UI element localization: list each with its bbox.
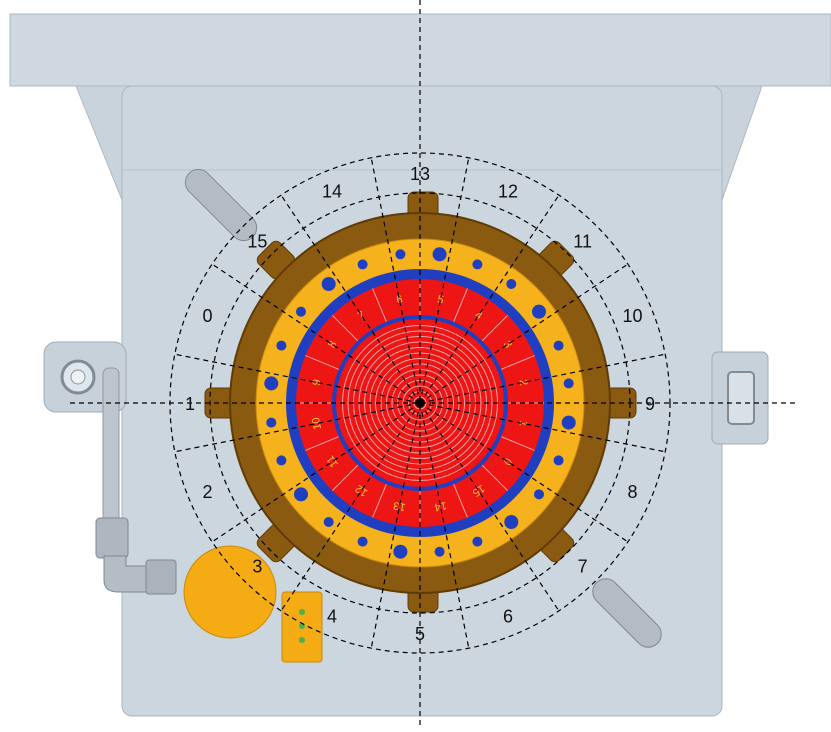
sector-boundary	[419, 402, 666, 453]
sector-boundary	[211, 402, 421, 543]
strip-divider	[372, 484, 387, 518]
sector-boundary	[419, 353, 666, 404]
ring-bolt	[276, 455, 287, 466]
sector-label: 8	[627, 482, 637, 502]
strip-divider	[453, 288, 468, 322]
sector-label: 3	[252, 557, 262, 577]
ring-bolt	[264, 376, 279, 391]
sector-label: 1	[185, 394, 195, 414]
sector-label: 9	[645, 394, 655, 414]
sector-boundary	[419, 402, 470, 649]
sector-boundary	[419, 402, 560, 612]
inner-strip-label: 7	[356, 309, 368, 322]
sector-label: 13	[410, 164, 430, 184]
right-connector	[711, 351, 769, 445]
sector-boundary	[370, 402, 421, 649]
inner-strip-label: 0	[501, 455, 514, 467]
center-point	[416, 399, 424, 407]
sector-label: 2	[202, 482, 212, 502]
ring-bolt	[561, 415, 576, 430]
ring-bolt	[532, 304, 547, 319]
inner-strip-label: 6	[395, 294, 403, 307]
ring-bolt	[504, 515, 519, 530]
strip-divider	[331, 464, 359, 492]
ring-bolt	[506, 278, 517, 289]
ring-bolt	[434, 546, 445, 557]
ring-bolt	[323, 517, 334, 528]
inner-strip-label: 12	[353, 482, 370, 499]
sector-label: 0	[202, 306, 212, 326]
inner-strip-label: 5	[436, 294, 444, 307]
sector-label: 14	[322, 182, 342, 202]
strip-divider	[331, 314, 359, 342]
sector-label: 10	[622, 306, 642, 326]
inner-strip-label: 2	[517, 378, 530, 386]
sector-label: 5	[415, 624, 425, 644]
sector-label: 11	[573, 231, 592, 251]
inner-strip-label: 11	[325, 453, 341, 469]
sector-label: 12	[498, 182, 518, 202]
sector-lines	[174, 157, 666, 649]
ring-bolt	[266, 417, 277, 428]
sector-boundary	[419, 263, 629, 404]
ring-bolts	[264, 247, 576, 559]
ring-bolt	[472, 259, 483, 270]
guide-overlay	[70, 0, 795, 727]
strip-ring	[347, 330, 493, 476]
strip-divider	[453, 484, 468, 518]
inner-strip-label: 8	[326, 339, 339, 351]
sector-boundary	[211, 263, 421, 404]
inner-strip-label: 10	[310, 416, 324, 430]
ring-bolt	[534, 489, 545, 500]
ring-bolt	[357, 259, 368, 270]
sector-boundary	[174, 402, 421, 453]
sector-label: 15	[247, 231, 267, 251]
ring-bolt	[393, 544, 408, 559]
inner-strip-label: 1	[517, 419, 530, 427]
sector-boundary	[280, 194, 421, 404]
strip-ring	[375, 358, 465, 448]
yellow-cover-plate	[183, 545, 277, 639]
ring-bolt	[563, 378, 574, 389]
strip-divider	[501, 436, 535, 451]
inner-strip-label: 13	[392, 499, 406, 513]
strip-divider	[305, 355, 339, 370]
sector-label: 4	[327, 606, 337, 626]
inner-strip-label: 4	[472, 309, 484, 322]
sector-boundary	[419, 402, 629, 543]
ring-bolt	[295, 306, 306, 317]
handle-upper-left	[184, 168, 258, 242]
ring-bolt	[293, 487, 308, 502]
sector-boundary	[174, 353, 421, 404]
sector-label: 6	[503, 606, 513, 626]
ring-bolt	[432, 247, 447, 262]
ring-bolt	[321, 276, 336, 291]
sector-boundary	[419, 157, 470, 404]
handle-lower-right	[592, 578, 662, 648]
strip-divider	[481, 464, 509, 492]
left-pipe	[95, 367, 177, 595]
inner-strip-label: 9	[311, 378, 324, 386]
ring-bolt	[553, 340, 564, 351]
sector-boundary	[280, 402, 421, 612]
strip-divider	[481, 314, 509, 342]
inner-strip-label: 14	[433, 499, 447, 513]
ring-bolt	[395, 249, 406, 260]
inner-strip-label: 15	[470, 482, 487, 499]
ring-bolt	[357, 536, 368, 547]
strip-divider	[501, 355, 535, 370]
strip-divider	[372, 288, 387, 322]
inner-strip-label: 3	[501, 339, 514, 351]
strip-divider	[305, 436, 339, 451]
yellow-bracket	[281, 591, 323, 663]
ring-bolt	[472, 536, 483, 547]
sector-label: 7	[578, 557, 588, 577]
ring-bolt	[276, 340, 287, 351]
sector-boundary	[370, 157, 421, 404]
ring-bolt	[553, 455, 564, 466]
sector-boundary	[419, 194, 560, 404]
